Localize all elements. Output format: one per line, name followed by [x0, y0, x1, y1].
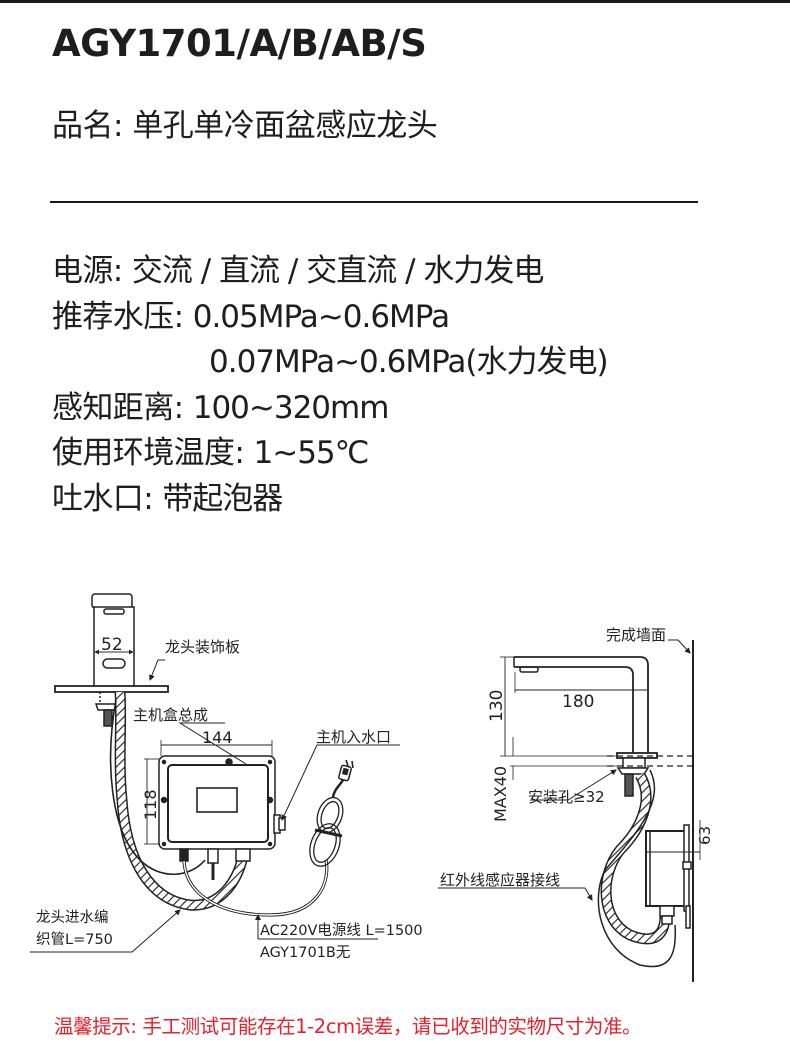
- dim-faucet-width: 52: [101, 635, 123, 655]
- spec-list: 电源: 交流 / 直流 / 交直流 / 水力发电 推荐水压: 0.05MPa~0…: [52, 249, 609, 523]
- left-front-view: [30, 593, 400, 953]
- spec-label: 使用环境温度:: [52, 435, 245, 471]
- label-wall: 完成墙面: [606, 626, 666, 644]
- dim-box-width: 144: [202, 728, 233, 747]
- spec-pressure: 推荐水压: 0.05MPa~0.6MPa: [52, 295, 608, 341]
- spec-value: 0.07MPa~0.6MPa(水力发电): [209, 344, 609, 380]
- spec-label: 感知距离:: [52, 389, 184, 426]
- spec-power: 电源: 交流 / 直流 / 交直流 / 水力发电: [52, 249, 608, 295]
- product-name-value: 单孔单冷面盆感应龙头: [132, 108, 438, 144]
- spec-value: 0.05MPa~0.6MPa: [192, 298, 450, 335]
- label-control-box: 主机盒总成: [133, 706, 208, 724]
- dim-box-depth: 63: [696, 826, 714, 845]
- label-box-inlet: 主机入水口: [316, 728, 391, 746]
- label-hose-2: 织管L=750: [36, 931, 113, 948]
- product-name: 品名: 单孔单冷面盆感应龙头: [52, 104, 438, 148]
- dim-height: 130: [487, 690, 507, 722]
- spec-value: 交流 / 直流 / 交直流 / 水力发电: [131, 253, 544, 289]
- spec-label: 电源:: [52, 253, 123, 289]
- label-hose-1: 龙头进水编: [36, 909, 109, 926]
- installation-diagram: 52 龙头装饰板 主机盒总成 144 118 主机入水口 龙头进水编 织管L=7…: [0, 570, 790, 1000]
- label-deck-plate: 龙头装饰板: [165, 638, 240, 656]
- right-side-view: [438, 639, 701, 982]
- label-mount-hole: 安装孔≥32: [528, 788, 605, 806]
- dim-box-height: 118: [141, 789, 160, 820]
- label-sensor-wire: 红外线感应器接线: [440, 871, 560, 889]
- dim-max-thickness: MAX40: [491, 766, 510, 822]
- spec-label: 推荐水压:: [52, 298, 184, 335]
- spec-value: 带起泡器: [162, 480, 283, 517]
- label-power-1: AC220V电源线 L=1500: [260, 922, 423, 939]
- spec-value: 1~55℃: [253, 435, 370, 471]
- spec-value: 100~320mm: [192, 389, 390, 426]
- model-title: AGY1701/A/B/AB/S: [52, 22, 427, 65]
- label-power-2: AGY1701B无: [260, 945, 350, 961]
- spec-label: 吐水口:: [52, 480, 154, 517]
- dim-spout-reach: 180: [562, 692, 594, 712]
- spec-temperature: 使用环境温度: 1~55℃: [52, 431, 608, 477]
- spec-sensing-distance: 感知距离: 100~320mm: [52, 386, 608, 432]
- spec-pressure-hydro: 0.07MPa~0.6MPa(水力发电): [52, 340, 609, 386]
- divider: [50, 201, 698, 203]
- product-name-label: 品名:: [52, 108, 123, 144]
- tip-note: 温馨提示: 手工测试可能存在1-2cm误差，请已收到的实物尺寸为准。: [54, 1015, 642, 1038]
- spec-outlet: 吐水口: 带起泡器: [52, 477, 608, 523]
- top-border: [0, 0, 790, 3]
